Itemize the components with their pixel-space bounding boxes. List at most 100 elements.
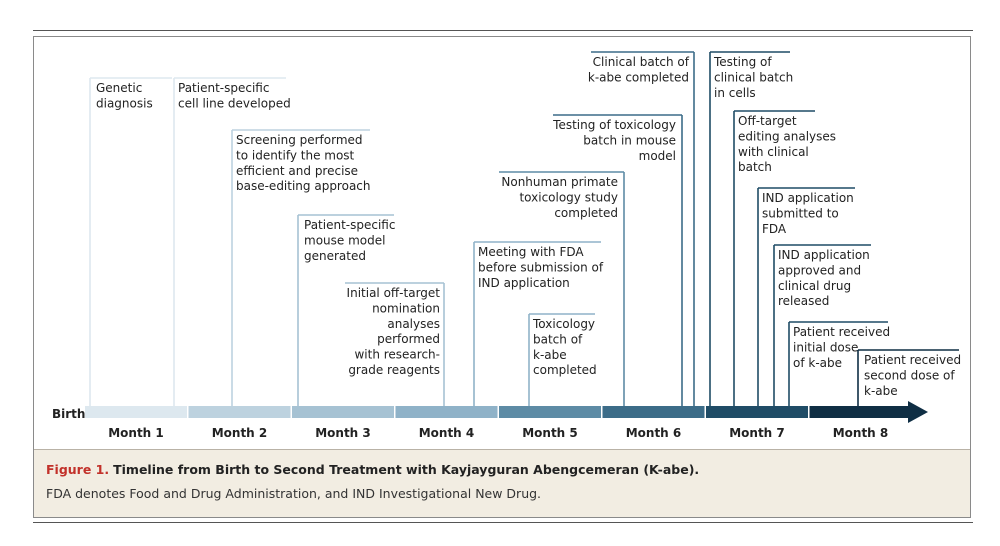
- figure-title: Timeline from Birth to Second Treatment …: [113, 462, 700, 477]
- month-bar-7: [706, 406, 808, 418]
- month-bars: Month 1 Month 2 Month 3 Month 4 Month 5 Month…: [85, 401, 928, 440]
- event-label-line: batch in mouse: [583, 133, 676, 147]
- event-label-line: nomination: [372, 301, 440, 315]
- event-label-line: clinical drug: [778, 279, 851, 293]
- event-label-line: initial dose: [793, 340, 858, 354]
- event-label-line: Nonhuman primate: [501, 175, 618, 189]
- event-label-line: generated: [304, 249, 366, 263]
- event-label-line: k-abe completed: [588, 70, 689, 84]
- event-label-line: toxicology study: [519, 190, 618, 204]
- month-bar-5: [499, 406, 601, 418]
- event-label-line: completed: [554, 206, 618, 220]
- event-label-line: batch of: [533, 332, 583, 346]
- event-label-line: with research-: [354, 348, 440, 362]
- event-label-line: completed: [533, 363, 597, 377]
- month-bar-8-arrow: [809, 401, 928, 423]
- event-label-line: Meeting with FDA: [478, 245, 584, 259]
- event-label-line: of k-abe: [793, 356, 842, 370]
- event-label-line: in cells: [714, 86, 756, 100]
- month-bar-3: [292, 406, 394, 418]
- event-label-line: approved and: [778, 263, 861, 277]
- bottom-rule: [33, 522, 973, 523]
- caption-title-line: Figure 1. Timeline from Birth to Second …: [46, 462, 699, 478]
- event-label-line: Testing of toxicology: [552, 118, 676, 132]
- month-label-6: Month 6: [626, 426, 682, 440]
- event-label-line: submitted to: [762, 206, 839, 220]
- event-label-line: diagnosis: [96, 96, 153, 110]
- event-label-line: released: [778, 294, 829, 308]
- event-label-line: with clinical: [738, 145, 809, 159]
- event-label-line: k-abe: [533, 348, 567, 362]
- month-label-1: Month 1: [108, 426, 164, 440]
- event-label-line: Patient-specific: [304, 218, 395, 232]
- event-label-line: Screening performed: [236, 133, 363, 147]
- month-label-4: Month 4: [419, 426, 475, 440]
- event-label-line: Toxicology: [532, 317, 595, 331]
- event-label-line: Genetic: [96, 81, 142, 95]
- event-label-line: Testing of: [713, 55, 772, 69]
- event-label-line: mouse model: [304, 233, 385, 247]
- event-label-line: IND application: [762, 191, 854, 205]
- event-label-line: grade reagents: [348, 363, 440, 377]
- month-bar-6: [602, 406, 705, 418]
- event-label-line: to identify the most: [236, 148, 355, 162]
- month-label-3: Month 3: [315, 426, 371, 440]
- event-label-line: performed: [377, 332, 440, 346]
- month-bar-4: [395, 406, 498, 418]
- month-label-5: Month 5: [522, 426, 578, 440]
- caption-note: FDA denotes Food and Drug Administration…: [46, 486, 542, 501]
- figure-number: Figure 1.: [46, 462, 110, 477]
- event-label-line: IND application: [778, 248, 870, 262]
- event-label-line: Patient-specific: [178, 81, 269, 95]
- month-label-2: Month 2: [212, 426, 268, 440]
- event-label-line: clinical batch: [714, 70, 793, 84]
- top-rule: [33, 30, 973, 31]
- event-label-line: base-editing approach: [236, 179, 371, 193]
- event-label-line: IND application: [478, 276, 570, 290]
- event-label-line: model: [639, 149, 676, 163]
- month-bar-1: [85, 406, 187, 418]
- event-label-line: Patient received: [793, 325, 890, 339]
- event-label-line: editing analyses: [738, 129, 836, 143]
- month-label-8: Month 8: [833, 426, 889, 440]
- event-label-line: efficient and precise: [236, 164, 358, 178]
- event-label-line: cell line developed: [178, 96, 291, 110]
- event-label-line: second dose of: [864, 368, 955, 382]
- event-label-line: analyses: [387, 317, 440, 331]
- birth-label: Birth: [52, 407, 85, 421]
- event-label-line: k-abe: [864, 384, 898, 398]
- event-label-line: Clinical batch of: [593, 55, 690, 69]
- month-label-7: Month 7: [729, 426, 785, 440]
